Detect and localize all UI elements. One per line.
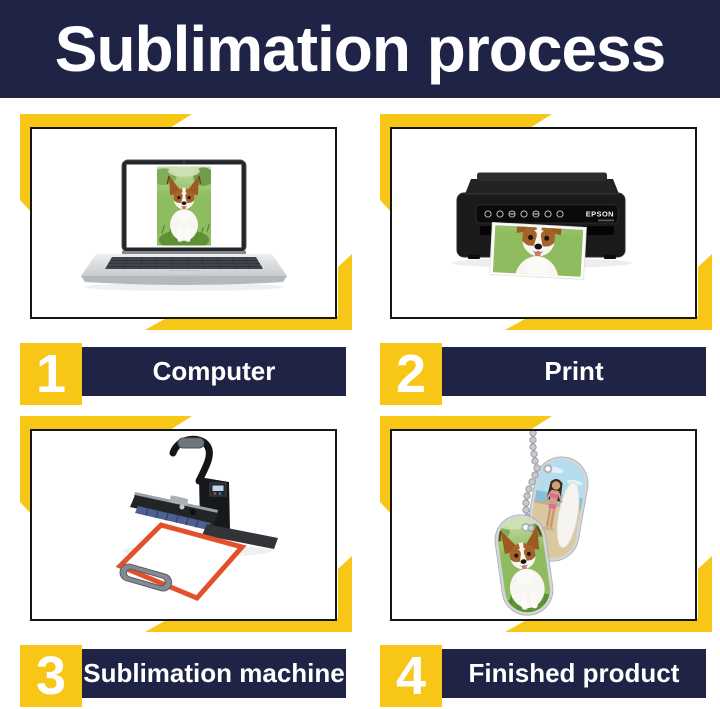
steps-grid: 1 Computer — [0, 98, 720, 709]
dog-tag-dog-photo — [493, 513, 555, 617]
step-image-box-finished — [390, 429, 697, 621]
step-label-row: 1 Computer — [20, 343, 346, 405]
step-image-box-computer — [30, 127, 337, 319]
header: Sublimation process — [0, 0, 720, 98]
step-number-badge: 1 — [20, 343, 82, 405]
dog-photo-on-screen — [157, 166, 211, 246]
laptop-illustration — [81, 159, 287, 291]
step-panel-print: EPSON 2 Print — [360, 98, 720, 405]
step-panel-sublimation-machine: 3 Sublimation machine — [0, 400, 360, 709]
printed-dog-photo — [489, 222, 587, 280]
heat-press-illustration — [115, 435, 278, 601]
printer-control-icons — [484, 210, 564, 218]
printer-illustration: EPSON — [452, 172, 632, 280]
step-label: Print — [442, 347, 706, 396]
step-image-box-machine — [30, 429, 337, 621]
ball-chain — [522, 431, 541, 527]
printer: EPSON — [452, 172, 632, 280]
step-image-box-print: EPSON — [390, 127, 697, 319]
step-number-badge: 2 — [380, 343, 442, 405]
step-panel-finished-product: 4 Finished product — [360, 400, 720, 709]
step-number-badge: 4 — [380, 645, 442, 707]
board-handle — [119, 563, 173, 592]
page-title: Sublimation process — [54, 13, 666, 85]
step-label: Computer — [82, 347, 346, 396]
woman-figure — [541, 479, 563, 531]
step-number-badge: 3 — [20, 645, 82, 707]
step-label-row: 2 Print — [380, 343, 706, 405]
step-label: Sublimation machine — [82, 649, 346, 698]
step-panel-computer: 1 Computer — [0, 98, 360, 405]
step-label-row: 3 Sublimation machine — [20, 645, 346, 707]
laptop — [81, 159, 287, 291]
blank-transfer-board — [115, 522, 247, 601]
step-label-row: 4 Finished product — [380, 645, 706, 707]
step-label: Finished product — [442, 649, 706, 698]
dog-tags-illustration — [493, 431, 591, 617]
dog-tag-beach-photo — [523, 454, 591, 564]
printer-brand-text: EPSON — [586, 210, 614, 219]
